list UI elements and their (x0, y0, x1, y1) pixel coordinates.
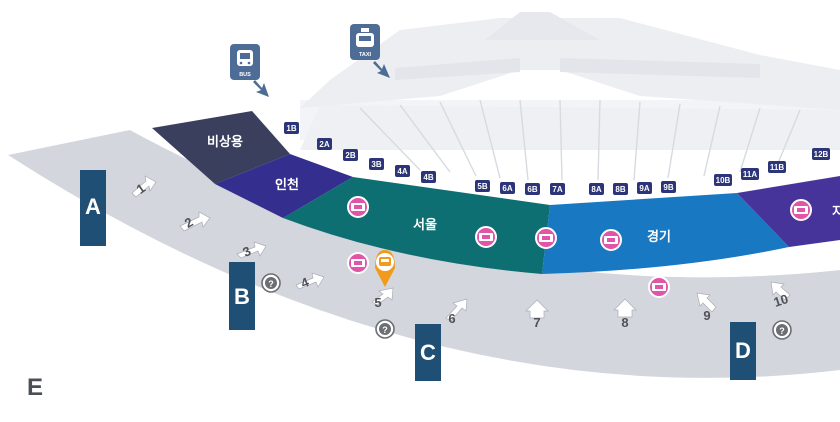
gate-tag[interactable]: 3B (369, 158, 384, 170)
ticket-machine-icon[interactable] (535, 227, 557, 249)
taxi-sign-label: TAXI (359, 52, 372, 58)
svg-text:B: B (234, 284, 250, 309)
svg-text:6: 6 (448, 311, 455, 326)
gate-tag[interactable]: 1B (284, 122, 299, 134)
ramp-arrow[interactable]: 10 (770, 281, 791, 310)
zone-gyeonggi-area[interactable] (542, 193, 789, 274)
gate-tag[interactable]: 4A (395, 165, 410, 177)
svg-text:D: D (735, 338, 751, 363)
terminal-building (300, 12, 840, 181)
help-icon[interactable]: ? (261, 273, 281, 293)
svg-text:1B: 1B (286, 124, 296, 133)
ticket-machine-icon[interactable] (347, 252, 369, 274)
svg-text:?: ? (382, 325, 388, 335)
svg-text:12B: 12B (814, 150, 829, 159)
svg-text:4B: 4B (423, 173, 433, 182)
svg-text:9B: 9B (663, 183, 673, 192)
gate-tag[interactable]: 7A (550, 183, 565, 195)
ticket-machine-icon[interactable] (648, 276, 670, 298)
ticket-machine-icon[interactable] (600, 229, 622, 251)
bus-stop-marker-icon[interactable] (375, 250, 395, 287)
svg-text:9A: 9A (639, 184, 649, 193)
ticket-machine-icon[interactable] (347, 196, 369, 218)
gate-tag[interactable]: 2B (343, 149, 358, 161)
gate-tag[interactable]: 9B (661, 181, 676, 193)
ramp-arrow[interactable]: 8 (613, 298, 637, 330)
taxi-icon (356, 28, 374, 47)
svg-text:5B: 5B (477, 182, 487, 191)
ramp-arrow[interactable]: 5 (371, 287, 394, 310)
svg-text:6A: 6A (502, 184, 512, 193)
doors: A B C D (80, 170, 756, 381)
svg-text:?: ? (779, 326, 785, 336)
ramp-arrow[interactable]: 1 (131, 175, 157, 198)
door-marker[interactable]: A (80, 170, 106, 246)
svg-text:3B: 3B (371, 160, 381, 169)
ramp-arrow[interactable]: 7 (525, 299, 549, 330)
svg-text:10B: 10B (716, 176, 731, 185)
gate-tag[interactable]: 11A (741, 168, 759, 180)
gate-tag[interactable]: 8B (613, 183, 628, 195)
ticket-machine-icon[interactable] (475, 226, 497, 248)
bus-gates: 1B 2A 2B 3B 4A 4B 5B 6A 6B 7A 8A 8B 9A 9… (284, 122, 830, 195)
gate-tag[interactable]: 6A (500, 182, 515, 194)
zone-label-seoul: 서울 (413, 217, 437, 232)
help-icons: ? ? ? (261, 273, 792, 340)
svg-text:4A: 4A (397, 167, 407, 176)
ticket-icons (347, 196, 812, 298)
door-marker[interactable]: D (730, 322, 756, 380)
zone-label-gyeonggi: 경기 (647, 229, 671, 244)
zone-incheon-area[interactable] (215, 154, 353, 218)
zone-label-special: 비상용 (207, 134, 243, 149)
gate-tag[interactable]: 10B (714, 174, 732, 186)
help-icon[interactable]: ? (772, 320, 792, 340)
svg-text:8A: 8A (591, 185, 601, 194)
door-marker[interactable]: C (415, 324, 441, 381)
gate-tag[interactable]: 9A (637, 182, 652, 194)
gate-tag[interactable]: 6B (525, 183, 540, 195)
zone-label-incheon: 인천 (275, 177, 299, 192)
bus-sign-label: BUS (239, 72, 251, 78)
gate-tag[interactable]: 12B (812, 148, 830, 160)
taxi-arrow (373, 61, 390, 78)
svg-text:9: 9 (703, 308, 710, 323)
ramp-arrow[interactable]: 6 (445, 298, 468, 326)
svg-text:7: 7 (533, 315, 540, 330)
terminal-label: E (27, 374, 44, 401)
gate-tag[interactable]: 5B (475, 180, 490, 192)
bus-arrow (253, 80, 269, 97)
gate-tag[interactable]: 2A (317, 138, 332, 150)
taxi-sign: TAXI (350, 24, 390, 78)
svg-text:7A: 7A (552, 185, 562, 194)
svg-text:10: 10 (772, 291, 790, 310)
svg-text:?: ? (268, 279, 274, 289)
gate-tag[interactable]: 8A (589, 183, 604, 195)
help-icon[interactable]: ? (375, 319, 395, 339)
svg-text:8: 8 (621, 315, 628, 330)
svg-text:2A: 2A (319, 140, 329, 149)
svg-text:6B: 6B (527, 185, 537, 194)
svg-text:5: 5 (374, 295, 381, 310)
svg-text:11A: 11A (743, 170, 757, 179)
bus-sign: BUS (230, 44, 269, 97)
door-marker[interactable]: B (229, 262, 255, 330)
zone-right-area[interactable] (737, 176, 840, 247)
svg-text:8B: 8B (615, 185, 625, 194)
svg-text:C: C (420, 340, 436, 365)
ramp-arrow[interactable]: 9 (696, 292, 717, 323)
gate-tag[interactable]: 4B (421, 171, 436, 183)
gate-tag[interactable]: 11B (768, 161, 786, 173)
zone-special-area[interactable] (152, 111, 290, 184)
bus-icon (237, 50, 253, 66)
ticket-machine-icon[interactable] (790, 199, 812, 221)
svg-text:A: A (85, 194, 101, 219)
zone-label-right: 지 (832, 204, 840, 219)
svg-text:2B: 2B (345, 151, 355, 160)
svg-text:11B: 11B (770, 163, 784, 172)
